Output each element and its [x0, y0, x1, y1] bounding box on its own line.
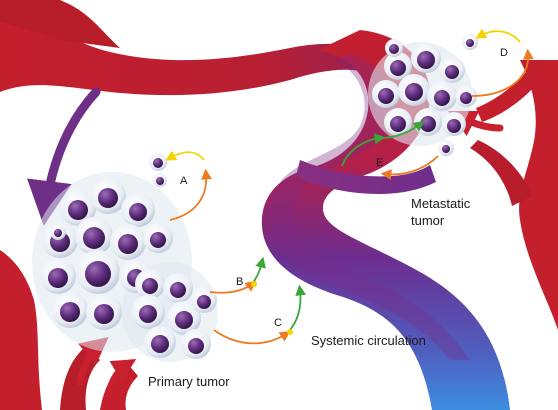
- cell-a-lower: [153, 173, 167, 187]
- cell-primary-left: [50, 224, 66, 240]
- lower-left-red-vessel: [0, 250, 42, 410]
- right-vessel-hook: [476, 70, 540, 122]
- arrow-a-orange: [169, 168, 212, 221]
- step-label-e: E: [376, 157, 384, 169]
- arrow-c-orange: [213, 329, 291, 345]
- cell-d-right: [462, 34, 478, 50]
- right-red-vessel: [519, 60, 558, 330]
- systemic-circulation-label: Systemic circulation: [311, 333, 426, 348]
- feeding-vessel-arrow: [27, 87, 101, 226]
- systemic-circulation-vessel: [261, 30, 510, 410]
- step-label-d: D: [500, 47, 508, 59]
- step-label-b: B: [236, 276, 244, 288]
- primary-tumor-label: Primary tumor: [148, 374, 230, 389]
- cell-metastasis-lower: [438, 140, 454, 156]
- upper-red-vessel: [0, 16, 372, 96]
- primary-tumor-cells: [40, 178, 217, 359]
- step-arrows: [165, 28, 534, 345]
- metastatic-tumor-cells: [372, 43, 477, 136]
- arrow-c-green: [287, 284, 307, 333]
- upper-left-vessel-lobe: [0, 0, 120, 48]
- arrow-d-orange: [471, 48, 534, 97]
- step-label-a: A: [180, 175, 188, 187]
- arrow-d-yellow: [475, 28, 521, 43]
- cell-a-upper: [149, 153, 167, 171]
- metastatic-tumor-label-line1: Metastatic: [411, 196, 471, 211]
- metastatic-tumor-cluster: [368, 42, 477, 146]
- arrow-e-orange: [380, 155, 439, 180]
- branch-vessel-to-metastasis: [296, 160, 436, 194]
- primary-tumor-cluster: [32, 172, 218, 362]
- arrow-b-dot: [251, 281, 257, 287]
- circulating-tumor-cells: [50, 34, 478, 240]
- arrow-b-orange: [209, 280, 257, 294]
- arrow-a-yellow: [165, 150, 205, 161]
- arrow-e-green: [341, 133, 386, 167]
- arrow-e-green-2: [379, 120, 425, 139]
- right-red-branch: [470, 140, 532, 206]
- metastatic-tumor-label-line2: tumor: [411, 213, 445, 228]
- arrow-b-green: [251, 256, 266, 285]
- step-label-c: C: [274, 317, 282, 329]
- metastatic-tumor-label: Metastatic tumor: [411, 195, 470, 229]
- cell-d-left: [385, 39, 403, 57]
- vessel-channel: [270, 54, 470, 360]
- arrow-c-dot: [287, 329, 293, 335]
- primary-feeder-arrow-2: [105, 359, 137, 397]
